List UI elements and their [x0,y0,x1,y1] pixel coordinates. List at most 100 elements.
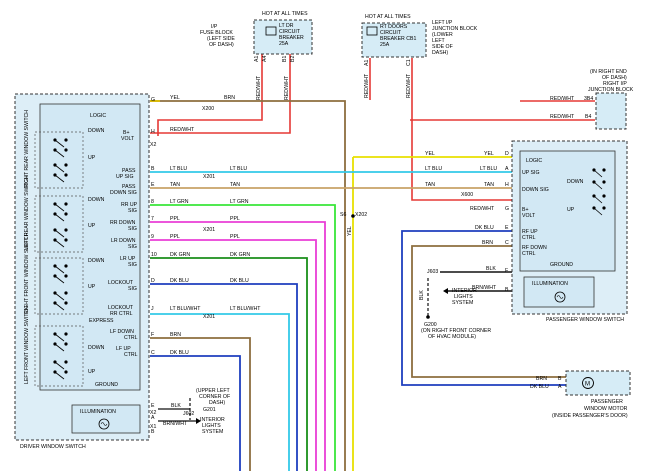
wire-label-red-wht-driver: RED/WHT [170,127,195,133]
motor-label-2: WINDOW MOTOR [584,406,628,412]
driver-pin-j: J [151,306,154,312]
driver-illumination-filament [100,422,108,426]
wire-label-brn-wht-p: BRN/WHT [472,285,497,291]
splice-s6: S6 [340,212,346,218]
passenger-pin-a: A [505,166,509,172]
sub-switch-left-rear [34,195,84,253]
lr-up-label: UP [88,223,96,229]
wire-label-dk-grn-1: DK GRN [170,252,190,258]
driver-row-9a: LF UP [116,346,131,352]
passenger-pins: D A H G E C F B [505,151,509,293]
driver-pin-h: H [151,129,155,135]
sub-switch-left-rear-label: LEFT REAR WINDOW SWITCH [24,175,30,250]
fuse-block-name-3: BREAKER [279,35,304,41]
sub-switch-right-rear-label: RIGHT REAR WINDOW SWITCH [24,110,30,188]
passenger-interior-arrow-icon [443,288,448,294]
g200-note-2: (ON RIGHT FRONT CORNER [421,328,491,334]
connector-x202: X202 [355,212,367,218]
driver-row-3a: RR DOWN [110,220,136,226]
junction-name-4: 25A [380,42,390,48]
fuse-block [253,19,313,55]
driver-pin-10: 10 [151,252,157,258]
circuit-breaker-junction-symbol [366,26,378,36]
passenger-up: UP [567,207,575,213]
wire-label-dk-blu-1: DK BLU [170,278,189,284]
driver-pin-b2: B [151,429,155,435]
passenger-switch-contacts [592,168,606,216]
g200-ground-symbol [426,315,430,319]
right-junction-loc-1: (IN RIGHT END [590,69,627,75]
wire-label-brn: BRN [224,95,235,101]
wire-red-wht-fuse-b [150,45,291,134]
right-junction-pin-3b4: 3B4 [584,96,593,102]
driver-row-9b: CTRL [124,352,138,358]
driver-row-0a: PASS [122,168,136,174]
driver-pin-e2: E [151,403,155,409]
g200-note-3: OF HVAC MODULE) [428,334,476,340]
driver-logic-label: LOGIC [90,113,106,119]
circuit-breaker-fuse-symbol [265,26,277,36]
wire-label-lt-blu-1: LT BLU [170,166,187,172]
passenger-row-3a: RF UP [522,229,538,235]
connector-x201: X201 [203,174,215,180]
driver-bplus-1: B+ [123,130,130,136]
sub-switch-right-front [34,257,84,315]
fuse-block-loc-4: OF DASH) [209,42,234,48]
junction-wire-label-a: RED/WHT [364,73,370,98]
fuse-block-name-4: 25A [279,41,289,47]
passenger-row-ground: GROUND [550,262,573,268]
upper-left-note-3: DASH) [209,400,225,406]
passenger-pin-e: E [505,225,509,231]
right-junction-wire-1: RED/WHT [550,96,575,102]
passenger-row-3b: CTRL [522,235,536,241]
motor-label-1: PASSENGER [591,399,623,405]
fuse-block-loc-1: I/P [211,24,218,30]
passenger-illumination-lamp-icon [554,291,566,303]
g200-note-1: G200 [424,322,437,328]
wire-label-blk-vertical: BLK [419,290,425,300]
connector-x201-c: X201 [203,314,215,320]
junction-pin-c1: C1 [406,59,412,66]
rf-down-label: DOWN [88,258,105,264]
passenger-row-1: DOWN SIG [522,187,549,193]
driver-row-1a: PASS [122,184,136,190]
fuse-wire-label-a: RED/WHT [256,75,262,100]
fuse-block-loc-3: (LEFT SIDE [207,36,235,42]
driver-pin-9: 9 [151,234,154,240]
wire-ppl-1 [150,221,326,471]
driver-illumination-label: ILLUMINATION [80,409,116,415]
driver-row-7b: RR CTRL [110,311,133,317]
rr-down-label: DOWN [88,128,105,134]
right-junction-loc-3: RIGHT I/P [603,81,627,87]
lr-down-label: DOWN [88,197,105,203]
driver-row-7a: LOCKOUT [108,305,134,311]
wire-label-dk-blu-lower: DK BLU [170,350,189,356]
upper-left-note-2: CORNER OF [199,394,230,400]
wire-label-dk-blu-2: DK BLU [230,278,249,284]
wire-label-blk-driver: BLK [171,403,181,409]
connector-x2-a: X2 [150,142,156,148]
driver-express-label: EXPRESS [89,318,114,324]
passenger-row-4b: CTRL [522,251,536,257]
fuse-block-name-2: CIRCUIT [279,29,301,35]
right-junction-pin-b4: B4 [585,114,591,120]
connector-x201-b: X201 [203,227,215,233]
driver-row-1b: DOWN SIG [110,190,137,196]
driver-pin-e: E [151,182,155,188]
motor-box [565,370,631,396]
wire-label-dk-blu-p: DK BLU [475,225,494,231]
driver-interior-arrow-icon [196,418,201,424]
wire-label-ppl-2: PPL [230,216,240,222]
wire-label-brn-motor: BRN [536,376,547,382]
driver-switch-contacts [53,138,68,380]
motor-label-3: (INSIDE PASSENGER'S DOOR) [552,413,628,419]
wire-dk-blu-passenger [401,230,566,386]
junction-name-2: CIRCUIT [380,30,402,36]
wire-label-lt-blu-wht-1: LT BLU/WHT [170,306,201,312]
splice-dot [351,214,355,218]
passenger-row-2b: VOLT [522,213,536,219]
passenger-interior-1: INTERIOR [452,288,477,294]
driver-illumination-lamp-icon [98,418,110,430]
connector-g201: G201 [203,407,216,413]
junction-loc-1: LEFT I/P [432,20,453,26]
